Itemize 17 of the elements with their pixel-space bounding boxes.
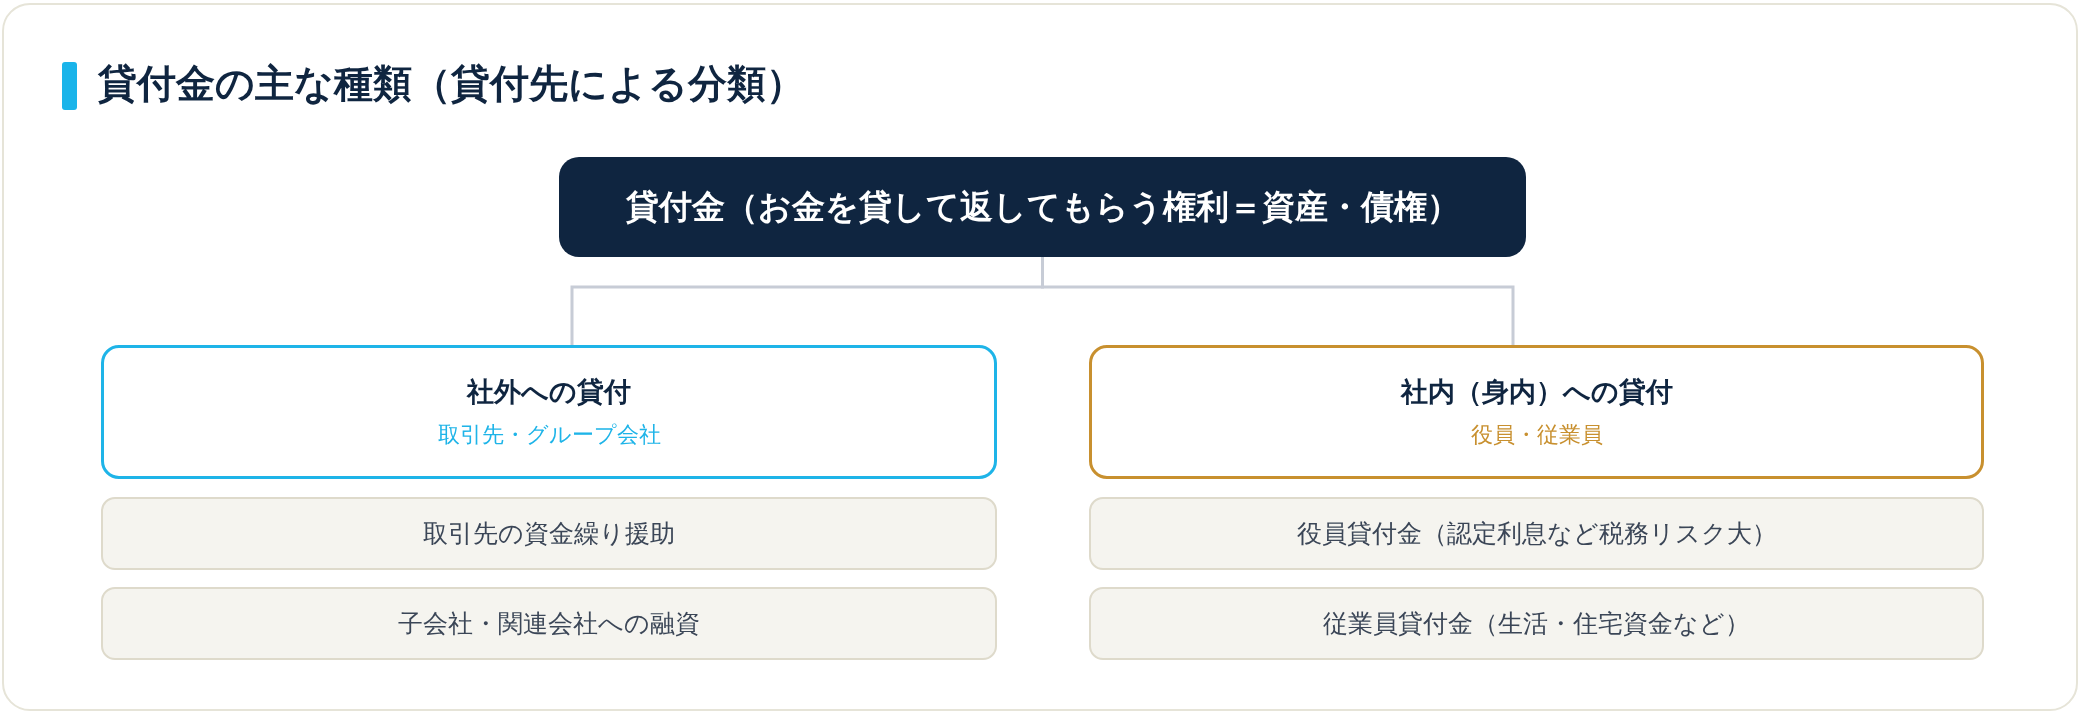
item-box bbox=[101, 497, 997, 570]
category-title: 社外への貸付 bbox=[467, 375, 631, 410]
category-box bbox=[1089, 345, 1984, 479]
category-subtitle: 役員・従業員 bbox=[1470, 421, 1603, 449]
item-box bbox=[1089, 587, 1984, 660]
category-title: 社内（身内）への貸付 bbox=[1400, 375, 1673, 410]
item-label: 役員貸付金（認定利息など税務リスク大） bbox=[1296, 517, 1777, 550]
item-label: 従業員貸付金（生活・住宅資金など） bbox=[1323, 607, 1750, 640]
category-box bbox=[101, 345, 997, 479]
item-box bbox=[1089, 497, 1984, 570]
heading: 貸付金の主な種類（貸付先による分類） bbox=[98, 60, 805, 108]
category-subtitle: 取引先・グループ会社 bbox=[437, 421, 661, 449]
root-box bbox=[559, 157, 1526, 257]
node-label: 貸付金（お金を貸して返してもらう権利＝資産・債権） bbox=[625, 186, 1460, 228]
item-box bbox=[101, 587, 997, 660]
item-label: 取引先の資金繰り援助 bbox=[423, 517, 675, 550]
item-label: 子会社・関連会社への融資 bbox=[398, 607, 700, 640]
